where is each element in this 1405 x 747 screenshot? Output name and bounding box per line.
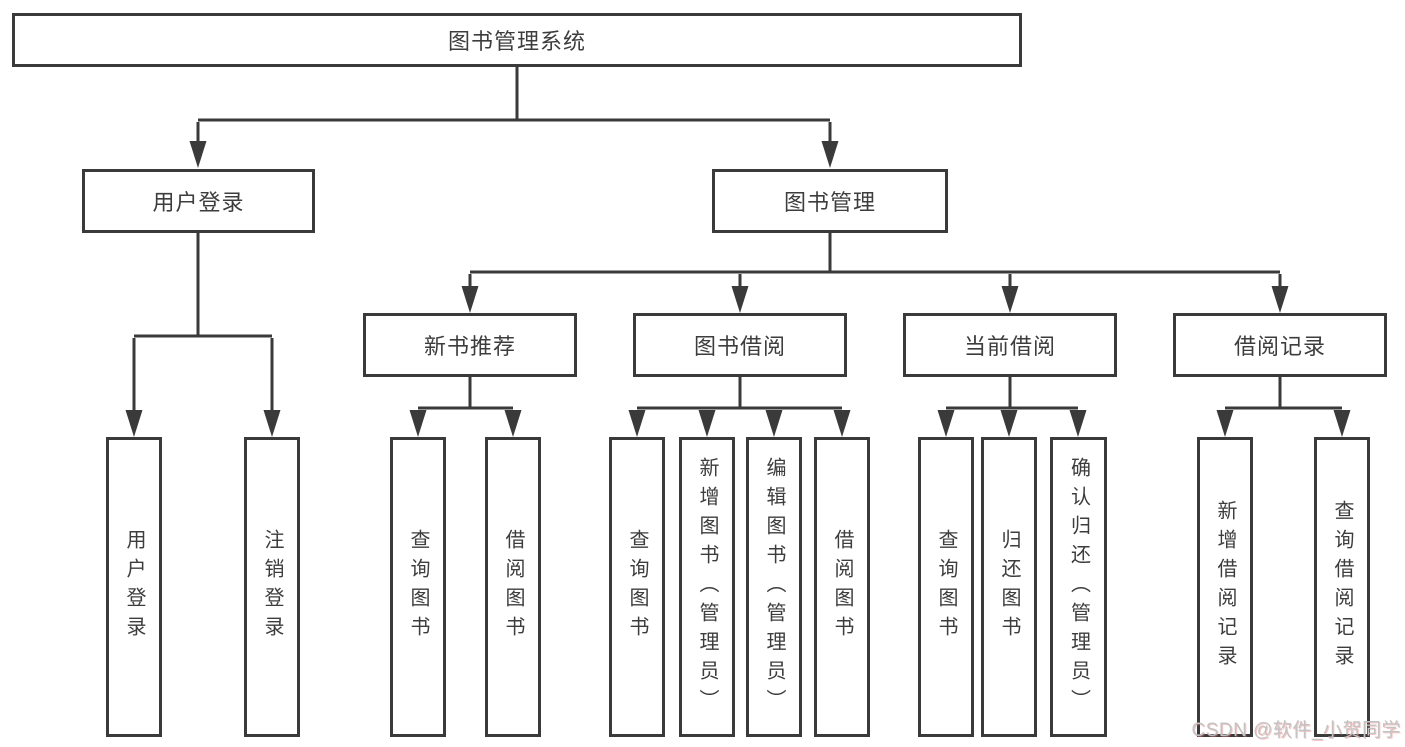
connector-current-borrowing-children <box>937 377 1087 437</box>
leaf-query-books-current: 查询图书 <box>918 437 974 737</box>
leaf-confirm-return-admin: 确认归还（管理员） <box>1050 437 1107 737</box>
leaf-return-books: 归还图书 <box>981 437 1037 737</box>
leaf-add-book-admin: 新增图书（管理员） <box>679 437 735 737</box>
connector-book-borrowing-children <box>628 377 851 437</box>
connector-book-management-children <box>461 233 1289 313</box>
node-library-system: 图书管理系统 <box>12 13 1022 67</box>
node-borrowing-records: 借阅记录 <box>1173 313 1387 377</box>
connector-user-login-children <box>125 232 281 437</box>
leaf-query-books-borrowing: 查询图书 <box>609 437 665 737</box>
leaf-user-login: 用户登录 <box>106 437 162 737</box>
leaf-edit-book-admin: 编辑图书（管理员） <box>746 437 802 737</box>
connector-root-to-level2 <box>189 67 839 168</box>
node-user-login: 用户登录 <box>82 169 315 233</box>
leaf-query-borrow-record: 查询借阅记录 <box>1314 437 1370 737</box>
node-book-management: 图书管理 <box>712 169 948 233</box>
leaf-add-borrow-record: 新增借阅记录 <box>1197 437 1253 737</box>
leaf-borrow-books-recommend: 借阅图书 <box>485 437 541 737</box>
node-new-book-recommend: 新书推荐 <box>363 313 577 377</box>
node-book-borrowing: 图书借阅 <box>633 313 847 377</box>
leaf-logout: 注销登录 <box>244 437 300 737</box>
node-current-borrowing: 当前借阅 <box>903 313 1117 377</box>
csdn-watermark: CSDN @软件_小贺同学 <box>1191 720 1401 741</box>
leaf-query-books-recommend: 查询图书 <box>390 437 446 737</box>
connector-new-book-recommend-children <box>409 377 522 437</box>
leaf-borrow-books: 借阅图书 <box>814 437 870 737</box>
connector-borrowing-records-children <box>1216 377 1351 437</box>
